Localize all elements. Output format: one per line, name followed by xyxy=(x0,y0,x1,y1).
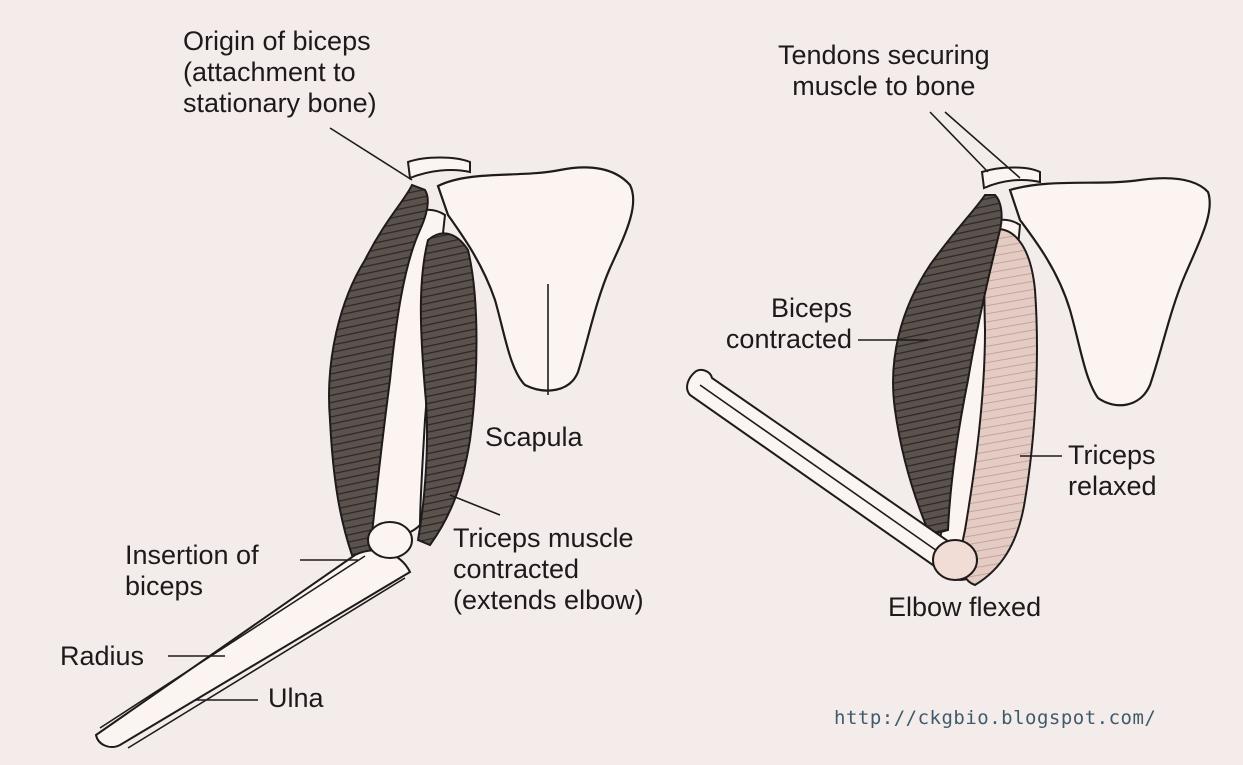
triceps-relaxed-label: Triceps relaxed xyxy=(1068,440,1157,502)
leader-tendons-b xyxy=(945,112,1020,178)
left-elbow-joint xyxy=(368,522,412,558)
origin-of-biceps-label: Origin of biceps (attachment to stationa… xyxy=(183,26,377,119)
left-acromion xyxy=(408,158,470,179)
biceps-contracted-label: Biceps contracted xyxy=(718,293,852,355)
leader-triceps xyxy=(450,495,500,515)
insertion-of-biceps-label: Insertion of biceps xyxy=(125,540,259,602)
right-scapula-bone xyxy=(1010,178,1210,405)
left-triceps-muscle xyxy=(418,233,477,545)
tendons-label: Tendons securing muscle to bone xyxy=(778,40,990,102)
scapula-label: Scapula xyxy=(485,422,583,453)
leader-origin xyxy=(330,128,412,180)
ulna-label: Ulna xyxy=(268,683,324,714)
left-ulna-line xyxy=(128,578,405,748)
elbow-flexed-label: Elbow flexed xyxy=(888,592,1041,623)
source-url-watermark: http://ckgbio.blogspot.com/ xyxy=(834,707,1156,729)
triceps-contracted-label: Triceps muscle contracted (extends elbow… xyxy=(453,523,644,616)
right-elbow-joint xyxy=(933,540,977,580)
radius-label: Radius xyxy=(60,641,144,672)
